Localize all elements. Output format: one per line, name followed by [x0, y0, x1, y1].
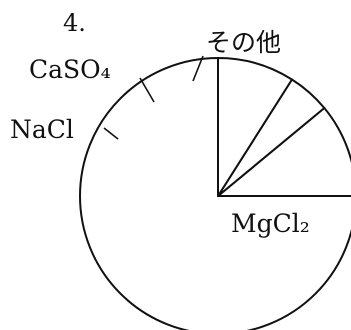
leader-line-other: [192, 55, 204, 82]
slice-label-nacl: NaCl: [10, 115, 74, 144]
pie-slice-0: [79, 57, 351, 330]
pie-slices: [79, 57, 351, 330]
question-number: 4.: [63, 9, 86, 37]
leader-line-caso4: [139, 77, 155, 103]
pie-slice-1: [217, 107, 351, 197]
slice-label-other: その他: [206, 28, 281, 57]
leader-line-nacl: [103, 127, 119, 140]
slice-label-caso4: CaSO₄: [29, 55, 111, 84]
slice-label-mgcl2: MgCl₂: [231, 209, 310, 238]
pie-slice-3: [217, 57, 293, 197]
